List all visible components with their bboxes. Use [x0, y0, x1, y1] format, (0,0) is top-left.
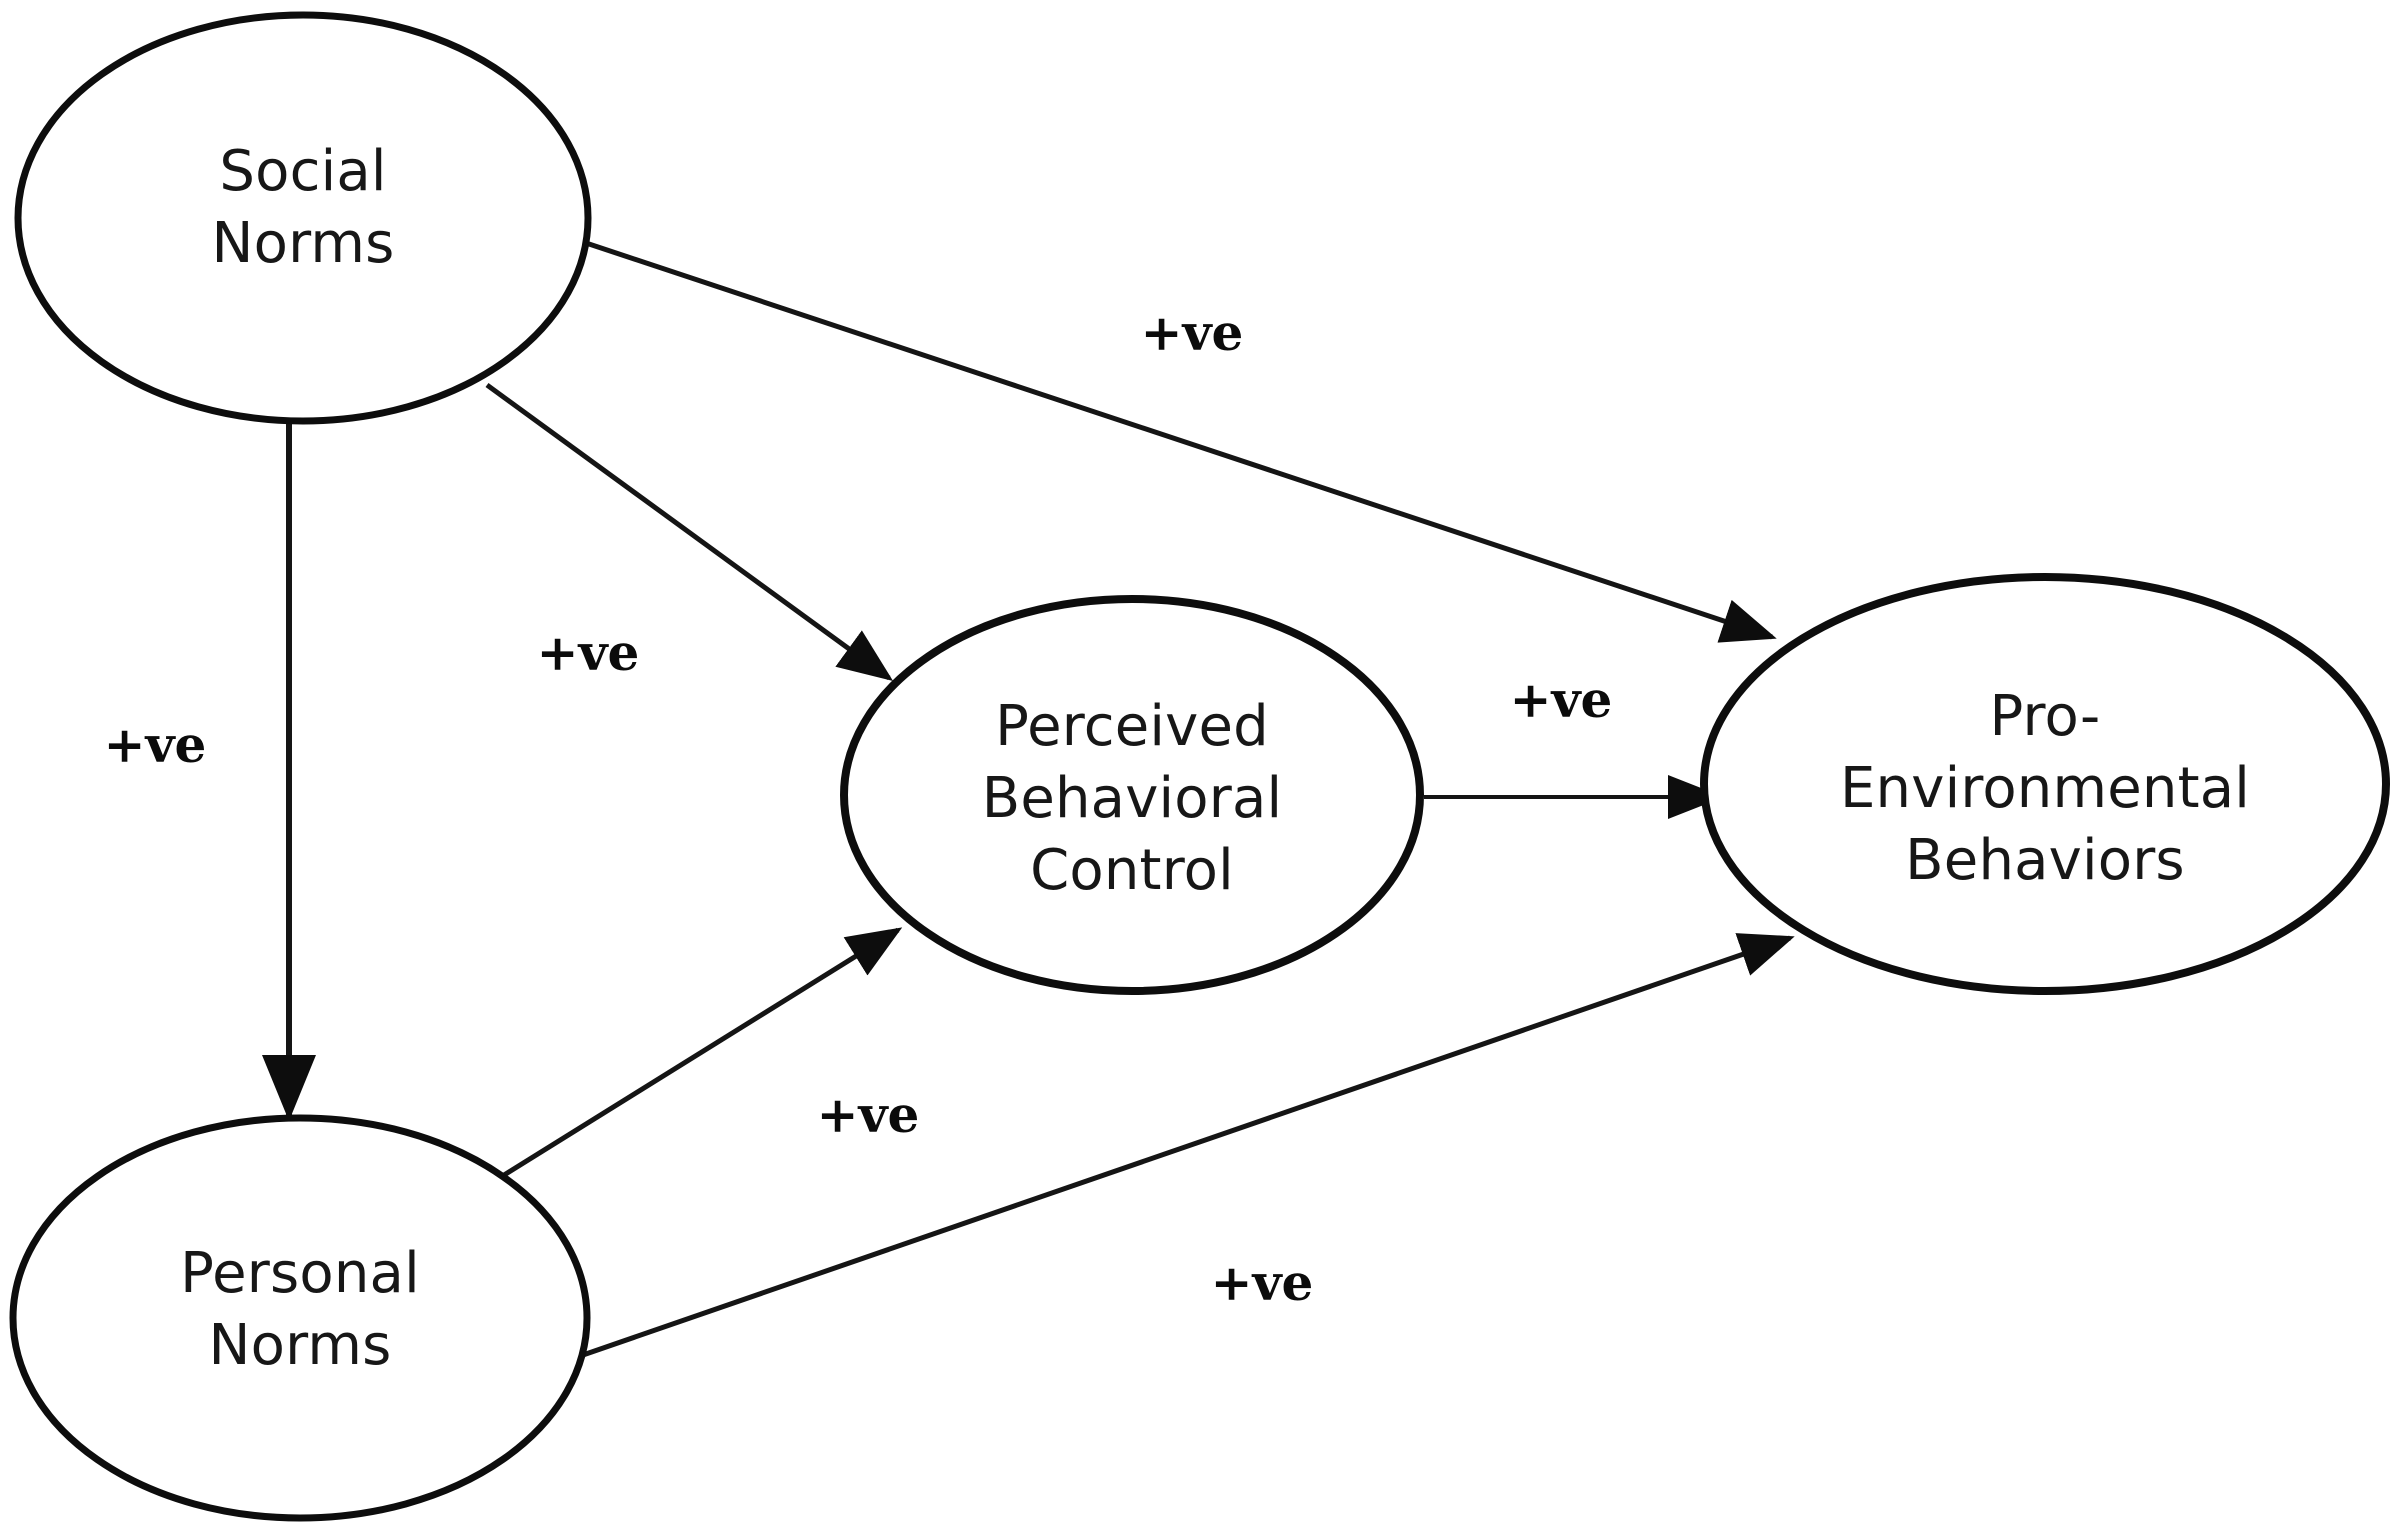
node-label-social-norms-line2: Norms [212, 211, 395, 276]
node-label-pbc-line1: Perceived [995, 694, 1269, 759]
node-shape-personal-norms [9, 1114, 591, 1522]
edge-social-norms-to-pro-environmental-behaviors[interactable]: +ve [582, 239, 1777, 643]
edge-label-personal-to-pbc: +ve [817, 1085, 920, 1144]
edge-label-social-to-personal: +ve [104, 715, 207, 774]
node-pro-environmental-behaviors[interactable]: Pro- Environmental Behaviors [1700, 573, 2390, 995]
edge-label-personal-to-pro-env: +ve [1211, 1253, 1314, 1312]
node-shape-pro-environmental-behaviors [1700, 573, 2390, 995]
node-perceived-behavioral-control[interactable]: Perceived Behavioral Control [840, 595, 1424, 995]
edge-social-norms-to-personal-norms[interactable]: +ve [104, 420, 316, 1121]
node-label-pbc-line3: Control [1030, 838, 1234, 903]
node-label-social-norms-line1: Social [219, 139, 386, 204]
node-label-personal-norms-line1: Personal [180, 1241, 420, 1306]
edge-line-personal-to-pro-env [582, 933, 1795, 1358]
edge-line-social-to-pro-env [582, 239, 1777, 643]
edge-label-social-to-pbc: +ve [537, 623, 640, 682]
node-label-pro-env-line1: Pro- [1990, 684, 2101, 749]
edge-label-pbc-to-pro-env: +ve [1510, 670, 1613, 729]
edge-personal-norms-to-pro-environmental-behaviors[interactable]: +ve [582, 933, 1795, 1358]
edge-line-personal-to-pbc [486, 927, 903, 1188]
node-label-pro-env-line2: Environmental [1840, 756, 2250, 821]
node-shape-perceived-behavioral-control [840, 595, 1424, 995]
node-label-personal-norms-line2: Norms [209, 1313, 392, 1378]
edge-perceived-behavioral-control-to-pro-environmental-behaviors[interactable]: +ve [1424, 670, 1724, 819]
node-label-pro-env-line3: Behaviors [1905, 828, 2185, 893]
edge-label-social-to-pro-env: +ve [1141, 303, 1244, 362]
edge-personal-norms-to-perceived-behavioral-control[interactable]: +ve [486, 927, 920, 1188]
node-social-norms[interactable]: Social Norms [14, 11, 592, 425]
edge-line-social-to-pbc [485, 382, 894, 681]
node-personal-norms[interactable]: Personal Norms [9, 1114, 591, 1522]
edge-social-norms-to-perceived-behavioral-control[interactable]: +ve [485, 382, 894, 682]
node-label-pbc-line2: Behavioral [982, 766, 1283, 831]
node-shape-social-norms [14, 11, 592, 425]
